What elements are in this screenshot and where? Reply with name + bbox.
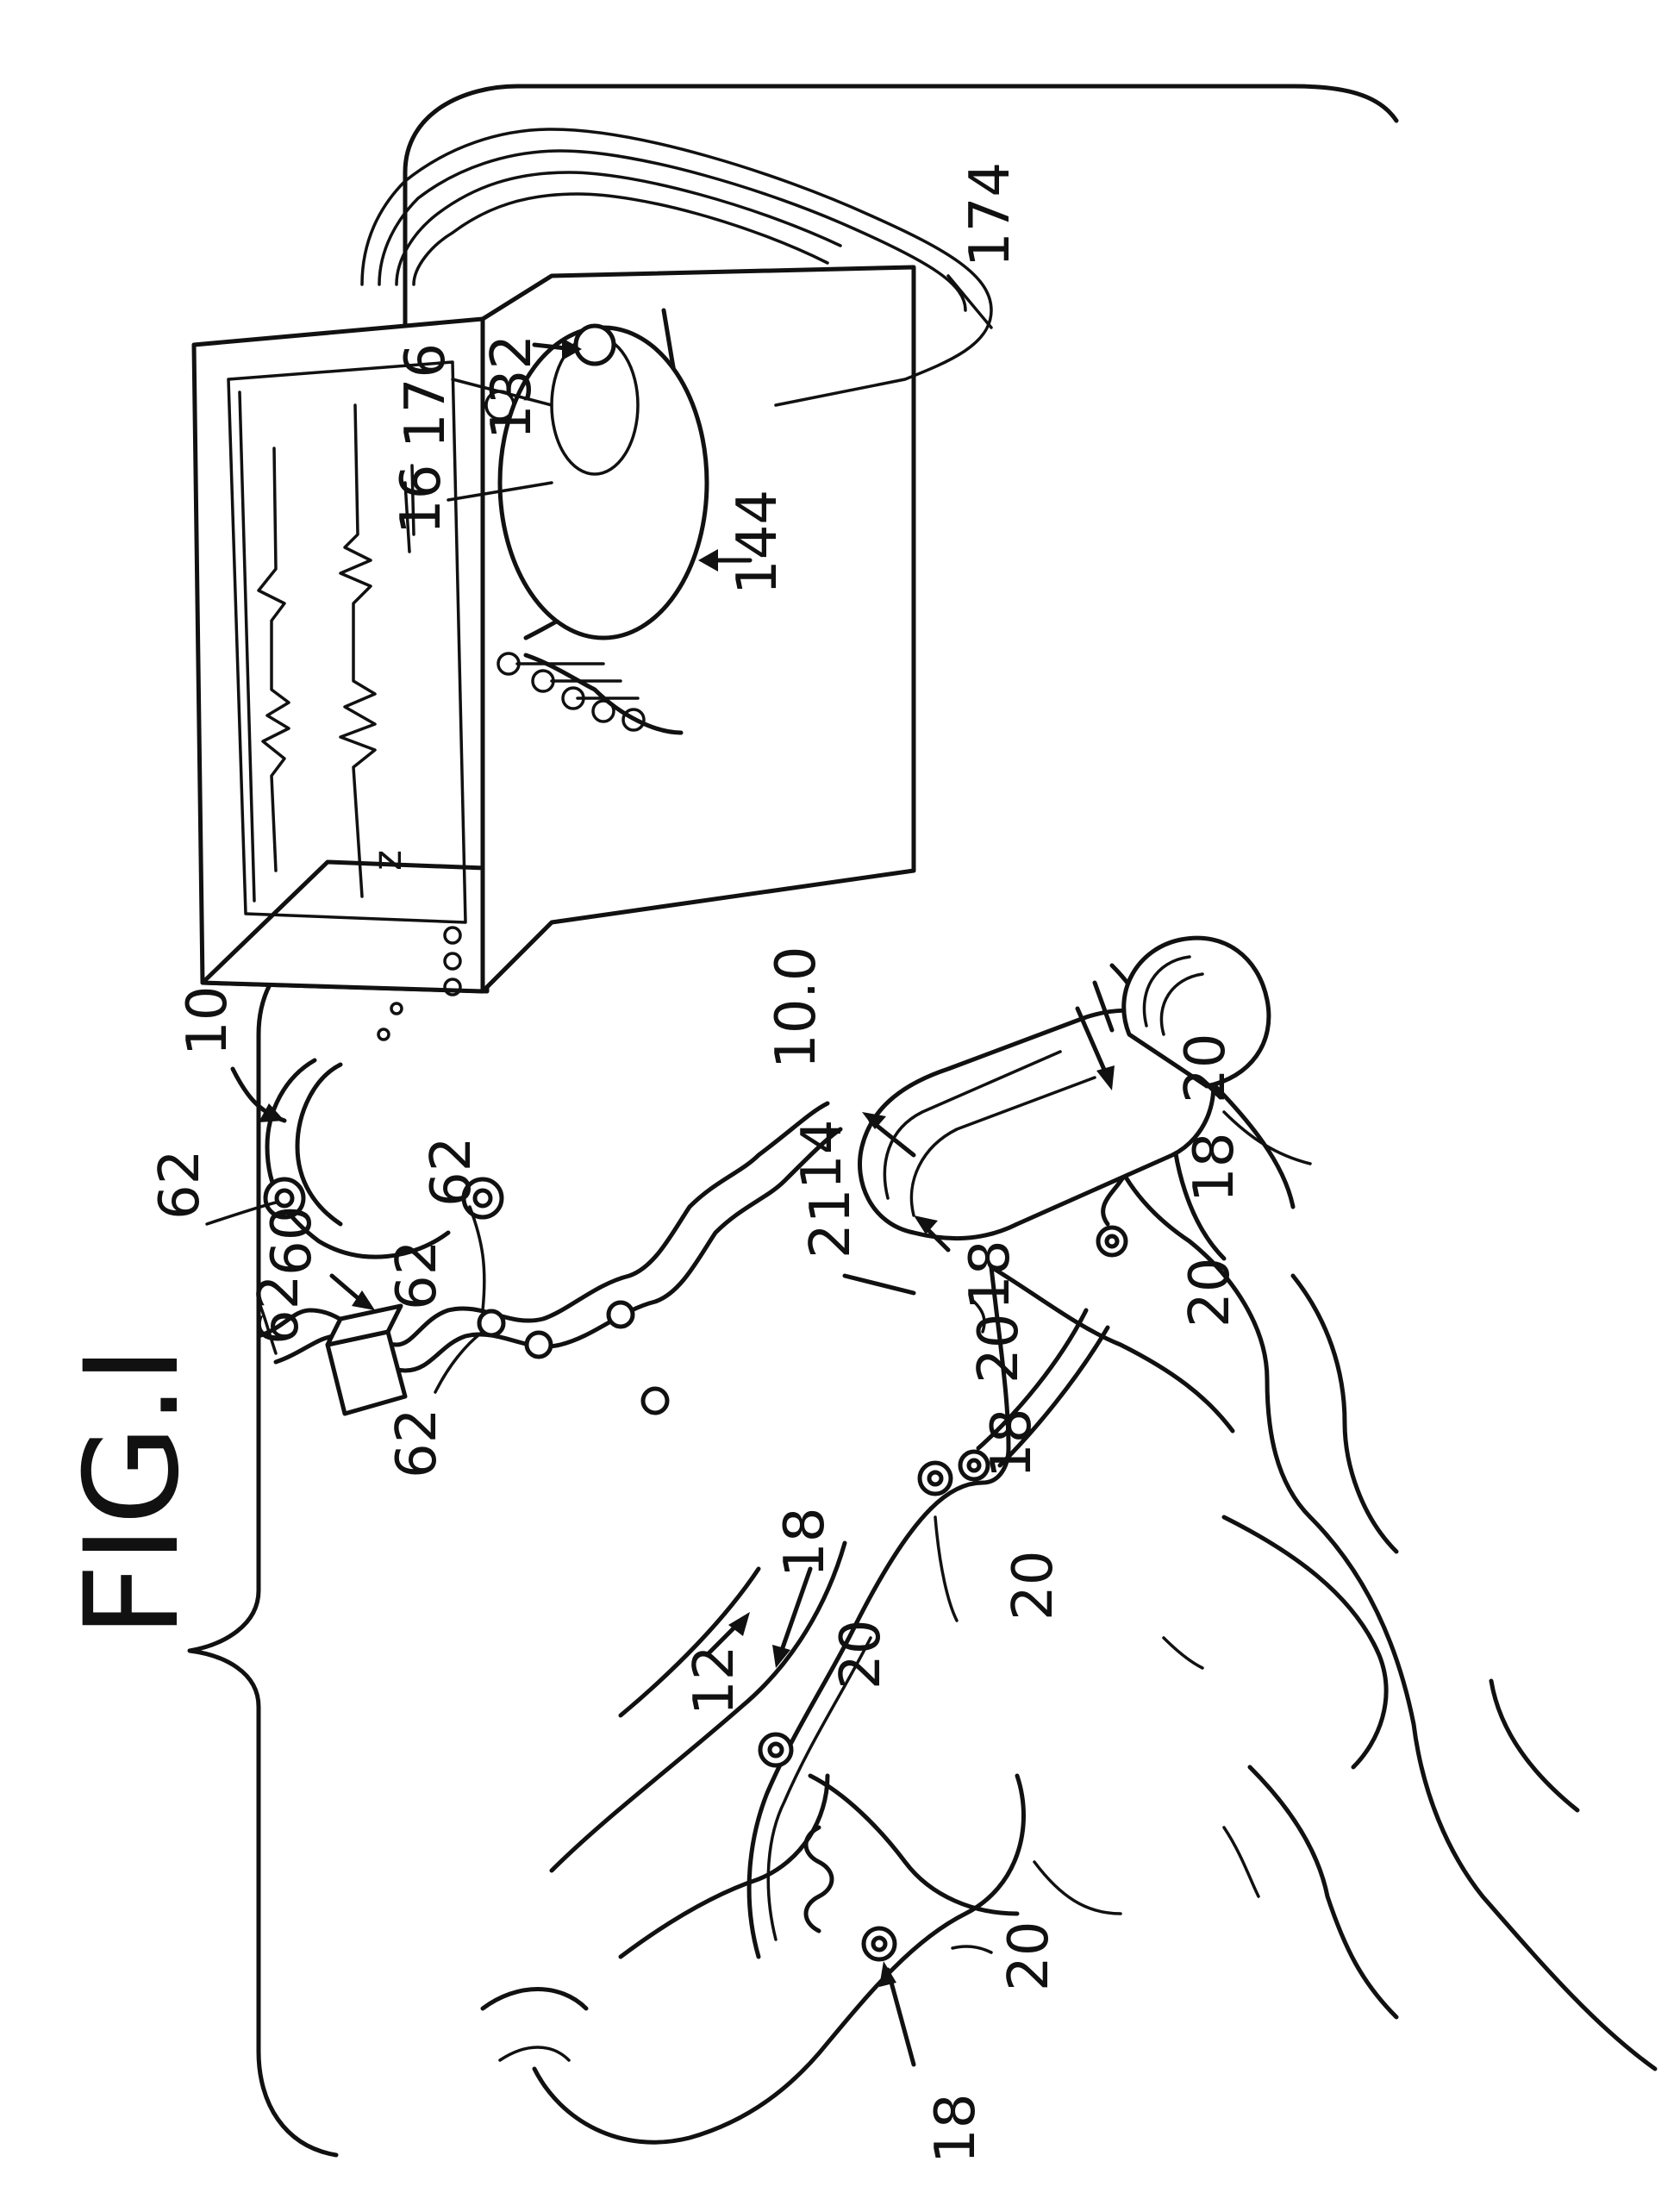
label-20-f: 20 bbox=[1174, 1034, 1238, 1103]
label-18-c: 18 bbox=[980, 1409, 1044, 1478]
label-18-d: 18 bbox=[959, 1240, 1022, 1310]
label-62-a: 62 bbox=[148, 1150, 212, 1220]
label-62-c: 62 bbox=[420, 1137, 484, 1207]
label-62-e: 62 bbox=[385, 1409, 449, 1478]
label-144: 144 bbox=[726, 490, 790, 595]
label-12: 12 bbox=[683, 1646, 746, 1715]
figure-title: FIG.I bbox=[58, 1346, 208, 1638]
label-14: 14 bbox=[790, 1120, 854, 1190]
label-18-e: 18 bbox=[1183, 1133, 1246, 1203]
label-132: 132 bbox=[480, 334, 544, 440]
label-62-b: 62 bbox=[247, 1275, 311, 1345]
label-20-c: 20 bbox=[1002, 1551, 1065, 1621]
sensor-harness bbox=[259, 1060, 840, 1414]
screen-z-marker: z bbox=[364, 850, 410, 871]
label-21: 21 bbox=[799, 1189, 863, 1259]
label-20-d: 20 bbox=[967, 1314, 1031, 1384]
label-16: 16 bbox=[390, 465, 453, 534]
label-176: 176 bbox=[394, 343, 458, 448]
label-20-e: 20 bbox=[1178, 1258, 1242, 1328]
label-18-a: 18 bbox=[924, 2094, 988, 2164]
label-18-b: 18 bbox=[773, 1508, 837, 1577]
label-20-a: 20 bbox=[997, 1921, 1061, 1991]
label-10: 10 bbox=[176, 986, 240, 1056]
label-62-d: 62 bbox=[385, 1240, 449, 1310]
label-174: 174 bbox=[959, 162, 1022, 267]
label-60: 60 bbox=[260, 1206, 324, 1276]
label-100: 10.0 bbox=[765, 946, 828, 1070]
label-20-b: 20 bbox=[829, 1620, 893, 1690]
